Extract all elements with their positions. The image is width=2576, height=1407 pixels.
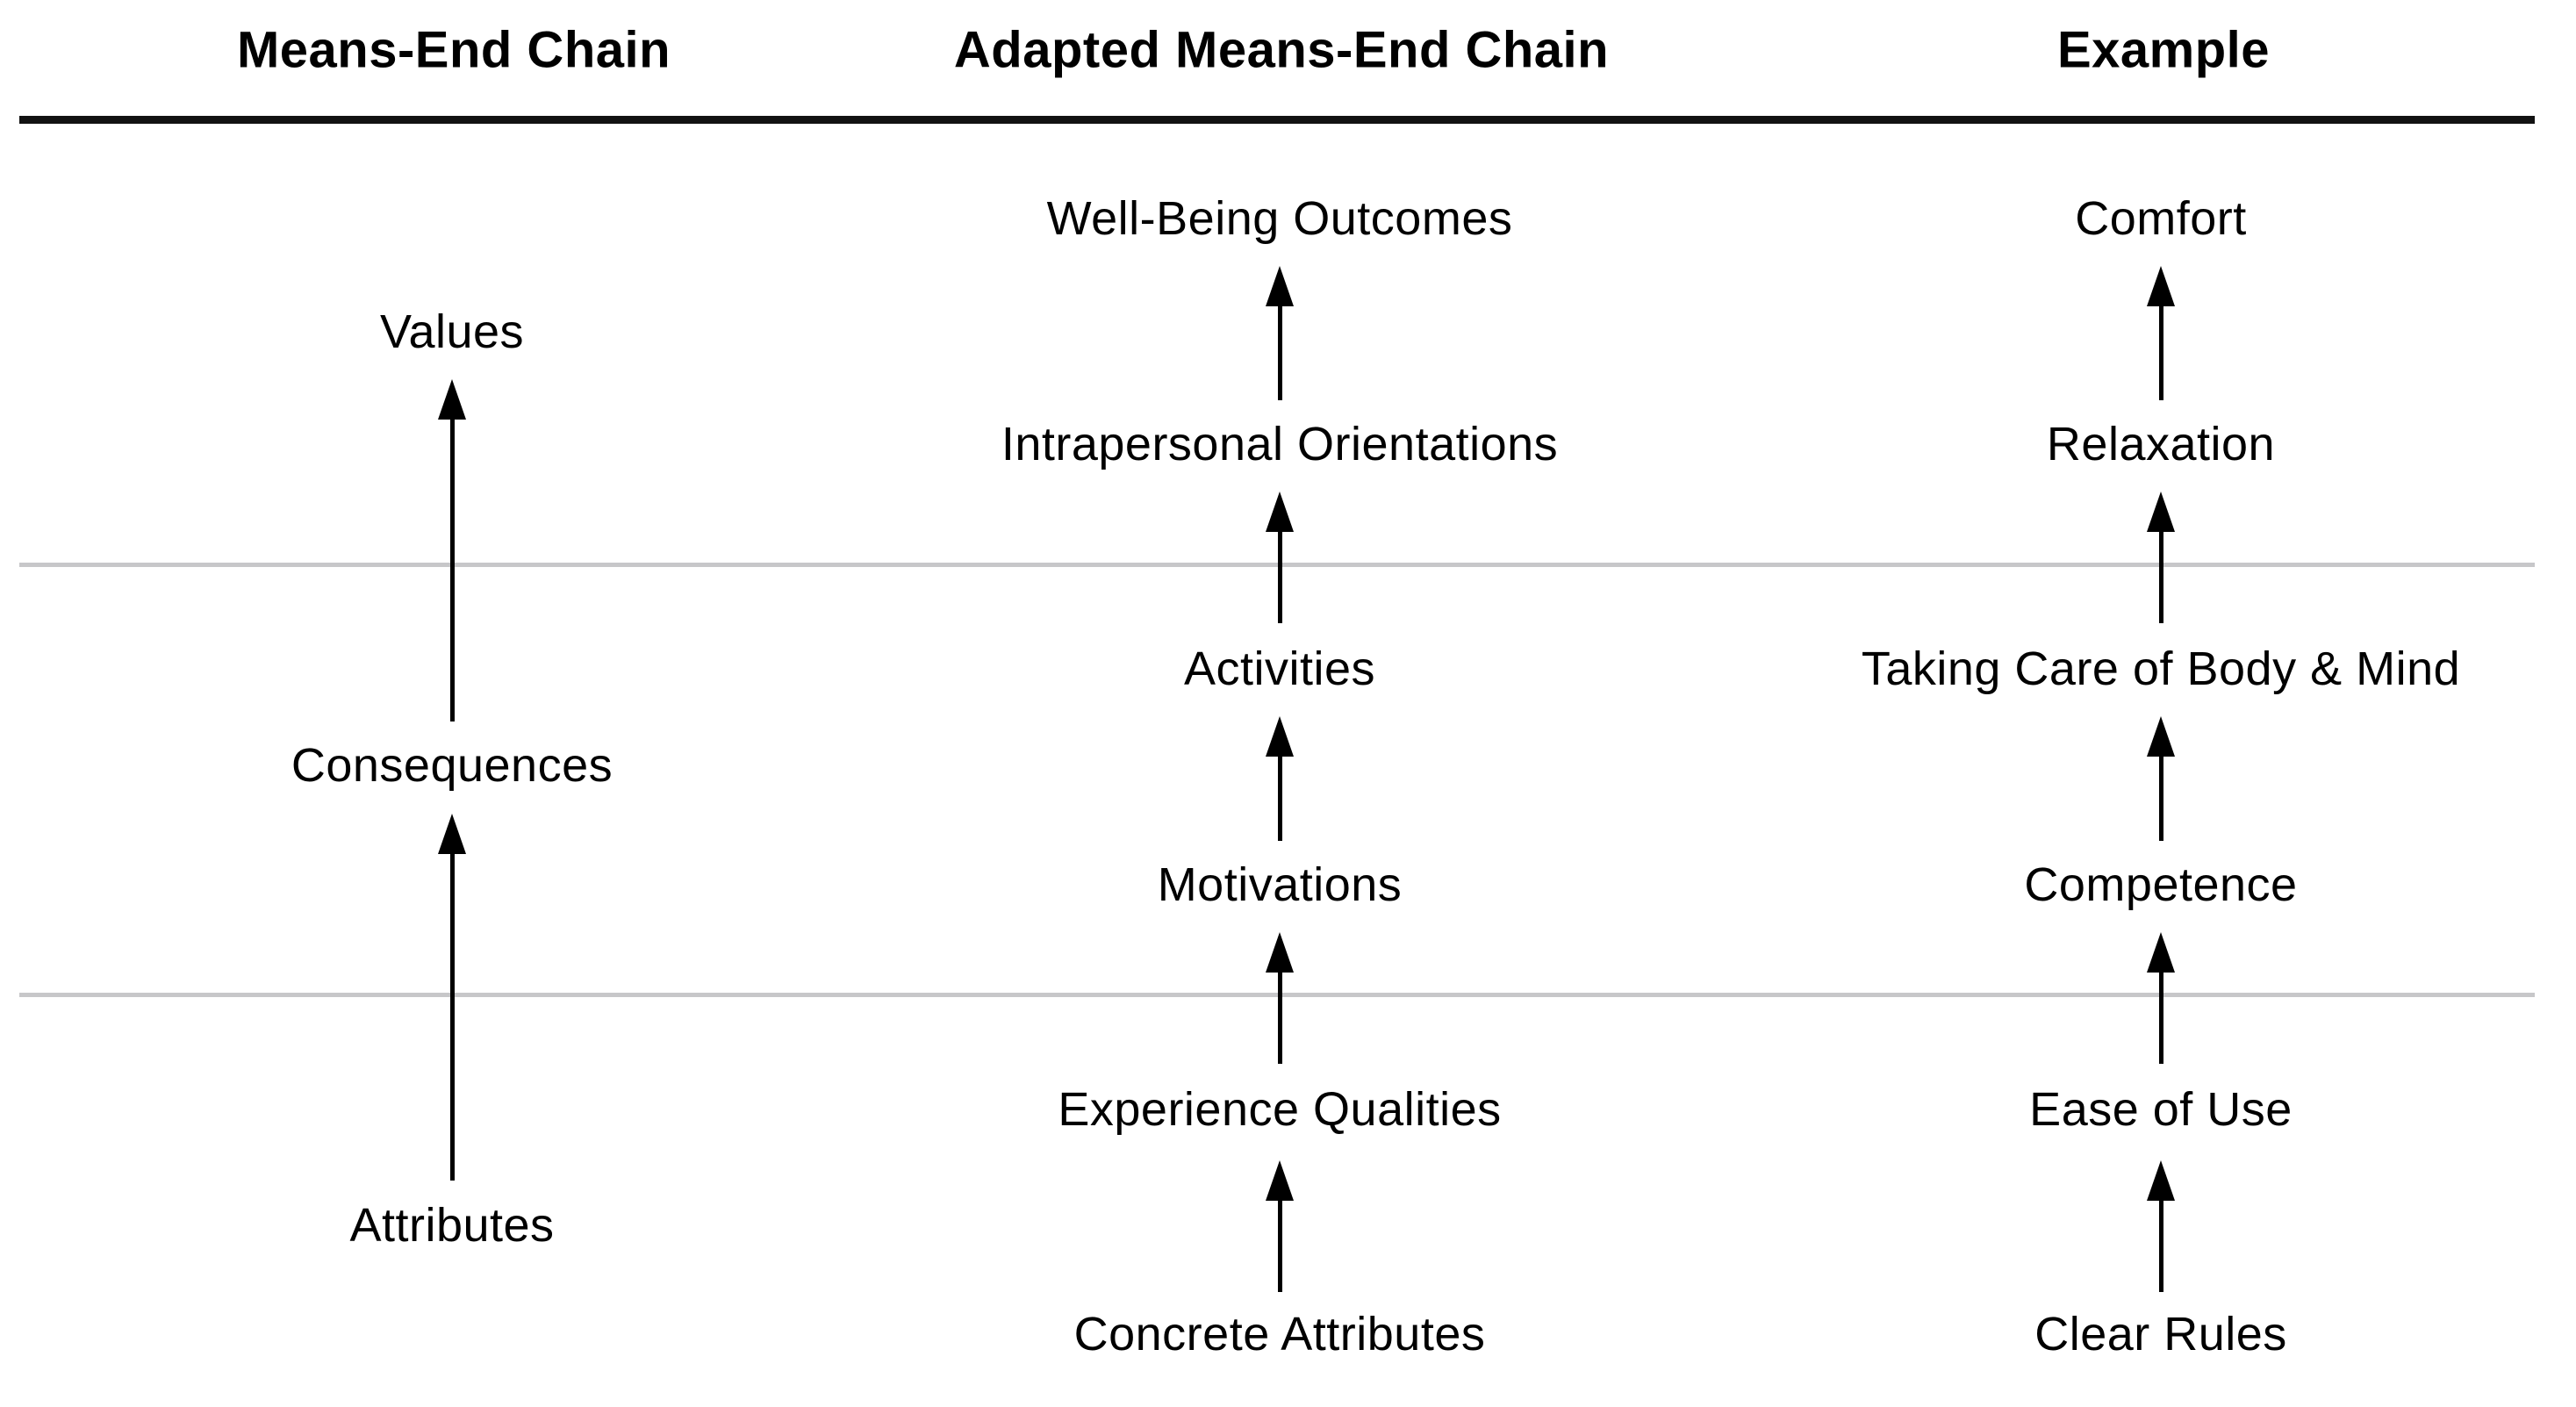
arrow-shaft [1277,967,1282,1064]
node-taking-care-of-body-and-mind: Taking Care of Body & Mind [1861,642,2461,695]
arrow-head-icon [1266,716,1294,757]
arrow-head-icon [1266,1160,1294,1201]
node-motivations: Motivations [1157,858,1403,911]
arrow-shaft [449,414,455,721]
node-clear-rules: Clear Rules [2034,1308,2287,1360]
arrow-head-icon [2147,932,2175,973]
arrow-shaft [2158,1195,2163,1292]
arrow-shaft [2158,527,2163,623]
arrow-taking-care-to-relaxation [2147,492,2175,623]
node-comfort: Comfort [2075,192,2247,245]
node-intrapersonal-orientations: Intrapersonal Orientations [1001,418,1559,470]
arrow-head-icon [1266,932,1294,973]
column-header-means-end-chain: Means-End Chain [236,21,671,79]
node-ease-of-use: Ease of Use [2029,1083,2293,1136]
arrow-shaft [449,849,455,1181]
arrow-head-icon [1266,266,1294,306]
arrow-clear-rules-to-ease-of-use [2147,1160,2175,1292]
arrow-competence-to-taking-care [2147,716,2175,841]
column-header-adapted-means-end-chain: Adapted Means-End Chain [953,21,1610,79]
node-competence: Competence [2024,858,2298,911]
arrow-relaxation-to-comfort [2147,266,2175,400]
column-header-example: Example [2056,21,2271,79]
arrow-head-icon [2147,716,2175,757]
arrow-shaft [1277,751,1282,841]
section-divider-top [19,563,2535,567]
arrow-ease-of-use-to-competence [2147,932,2175,1064]
arrow-shaft [1277,1195,1282,1292]
arrow-shaft [1277,301,1282,400]
section-divider-bottom [19,993,2535,997]
arrow-attributes-to-consequences [438,814,466,1181]
arrow-intrapersonal-orientations-to-well-being-outcomes [1266,266,1294,400]
node-concrete-attributes: Concrete Attributes [1073,1308,1486,1360]
arrow-shaft [2158,967,2163,1064]
arrow-shaft [1277,527,1282,623]
node-activities: Activities [1183,642,1376,695]
header-rule [19,116,2535,124]
arrow-head-icon [2147,492,2175,532]
arrow-concrete-attributes-to-experience-qualities [1266,1160,1294,1292]
node-experience-qualities: Experience Qualities [1058,1083,1502,1136]
arrow-head-icon [2147,1160,2175,1201]
node-well-being-outcomes: Well-Being Outcomes [1046,192,1513,245]
arrow-head-icon [438,379,466,420]
node-attributes: Attributes [349,1199,555,1252]
arrow-consequences-to-values [438,379,466,721]
node-consequences: Consequences [291,739,614,792]
arrow-shaft [2158,301,2163,400]
arrow-head-icon [438,814,466,854]
arrow-head-icon [1266,492,1294,532]
arrow-shaft [2158,751,2163,841]
arrow-experience-qualities-to-motivations [1266,932,1294,1064]
arrow-motivations-to-activities [1266,716,1294,841]
arrow-activities-to-intrapersonal-orientations [1266,492,1294,623]
node-values: Values [379,305,525,358]
arrow-head-icon [2147,266,2175,306]
node-relaxation: Relaxation [2046,418,2276,470]
